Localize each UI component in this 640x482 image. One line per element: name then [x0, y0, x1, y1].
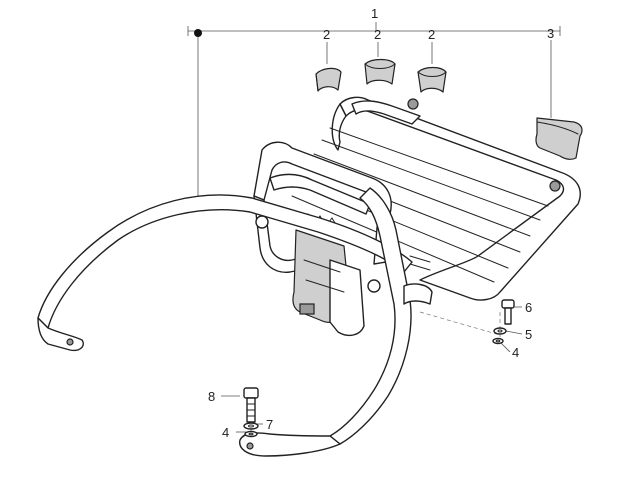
bolt-left: [243, 387, 259, 423]
callout-3: 3: [547, 26, 554, 41]
lock-washer-left: [244, 430, 258, 438]
rack-knob-rear: [407, 98, 419, 110]
callout-2-right: 2: [428, 27, 435, 42]
tube-end-cap-right: [367, 279, 381, 293]
rubber-pad-right: [417, 66, 447, 93]
right-mount-hole: [246, 442, 254, 450]
rubber-pad-middle: [364, 58, 396, 85]
callout-2-middle: 2: [374, 27, 381, 42]
cover-cap: [535, 117, 583, 160]
callout-4-left: 4: [222, 425, 229, 440]
callout-2-left: 2: [323, 27, 330, 42]
bracket-bolt-slot: [299, 303, 315, 315]
tube-end-cap-left: [255, 215, 269, 229]
rack-knob-side: [549, 180, 561, 192]
bolt-right: [501, 299, 515, 325]
callout-7: 7: [266, 417, 273, 432]
callout-4-right: 4: [512, 345, 519, 360]
grab-handle-tube: [37, 187, 433, 457]
left-mount-hole: [66, 338, 74, 346]
center-mounting-bracket: [289, 211, 431, 337]
callout-8: 8: [208, 389, 215, 404]
callout-6: 6: [525, 300, 532, 315]
callout-1: 1: [371, 6, 378, 21]
callout-1-bracket: [187, 22, 561, 200]
rubber-pad-left: [315, 67, 342, 92]
lock-washer-right: [492, 337, 504, 345]
assembly-marker-dot: [194, 29, 202, 37]
callout-5: 5: [525, 327, 532, 342]
washer-left: [243, 422, 259, 430]
washer-right: [493, 327, 507, 335]
